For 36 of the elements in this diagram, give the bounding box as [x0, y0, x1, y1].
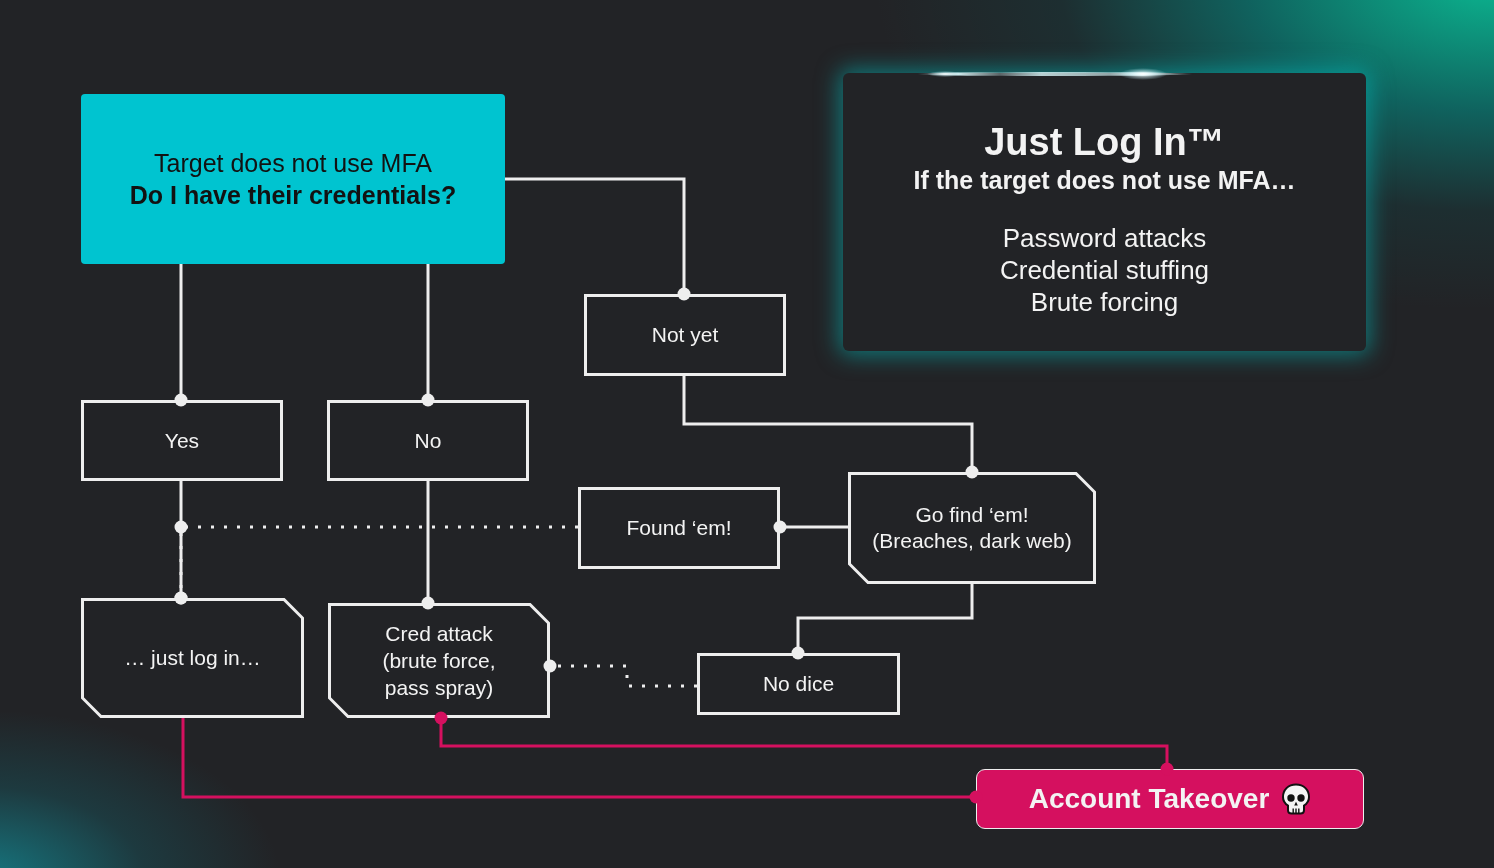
list-item: Credential stuffing — [999, 254, 1210, 286]
list-item: Password attacks — [1002, 222, 1207, 254]
info-panel — [843, 73, 1366, 351]
chamfered-box — [848, 472, 1096, 584]
outcome-box — [976, 769, 1364, 829]
box-label: Target does not use MFA — [154, 148, 432, 179]
dotted-connector — [543, 659, 697, 688]
connector — [791, 584, 974, 660]
list-item: Brute forcing — [1030, 286, 1179, 318]
connector — [773, 520, 848, 534]
process-box — [697, 653, 900, 715]
process-box — [578, 487, 780, 569]
outcome-label: Account Takeover — [1028, 782, 1270, 816]
connector — [421, 481, 435, 610]
box-label: Found ‘em! — [626, 515, 732, 541]
connector — [421, 264, 435, 407]
dotted-connector — [174, 520, 578, 605]
box-label: … just log in… — [124, 645, 261, 671]
box-label: No dice — [762, 671, 835, 697]
process-box — [81, 400, 283, 481]
process-box — [327, 400, 529, 481]
box-label: Go find ‘em! (Breaches, dark web) — [871, 502, 1073, 554]
box-label: No — [414, 427, 442, 454]
process-box — [584, 294, 786, 376]
box-label: Yes — [164, 427, 200, 454]
connector — [682, 376, 979, 479]
panel-subtitle: If the target does not use MFA… — [913, 165, 1296, 196]
panel-title: Just Log In™ — [984, 120, 1225, 164]
connector — [505, 177, 691, 301]
box-label: Do I have their credentials? — [129, 180, 457, 211]
box-label: Cred attack (brute force, pass spray) — [381, 621, 497, 701]
connector — [174, 264, 188, 407]
question-box — [81, 94, 505, 264]
box-label: Not yet — [651, 322, 719, 348]
chamfered-box — [328, 603, 550, 718]
chamfered-box — [81, 598, 304, 718]
